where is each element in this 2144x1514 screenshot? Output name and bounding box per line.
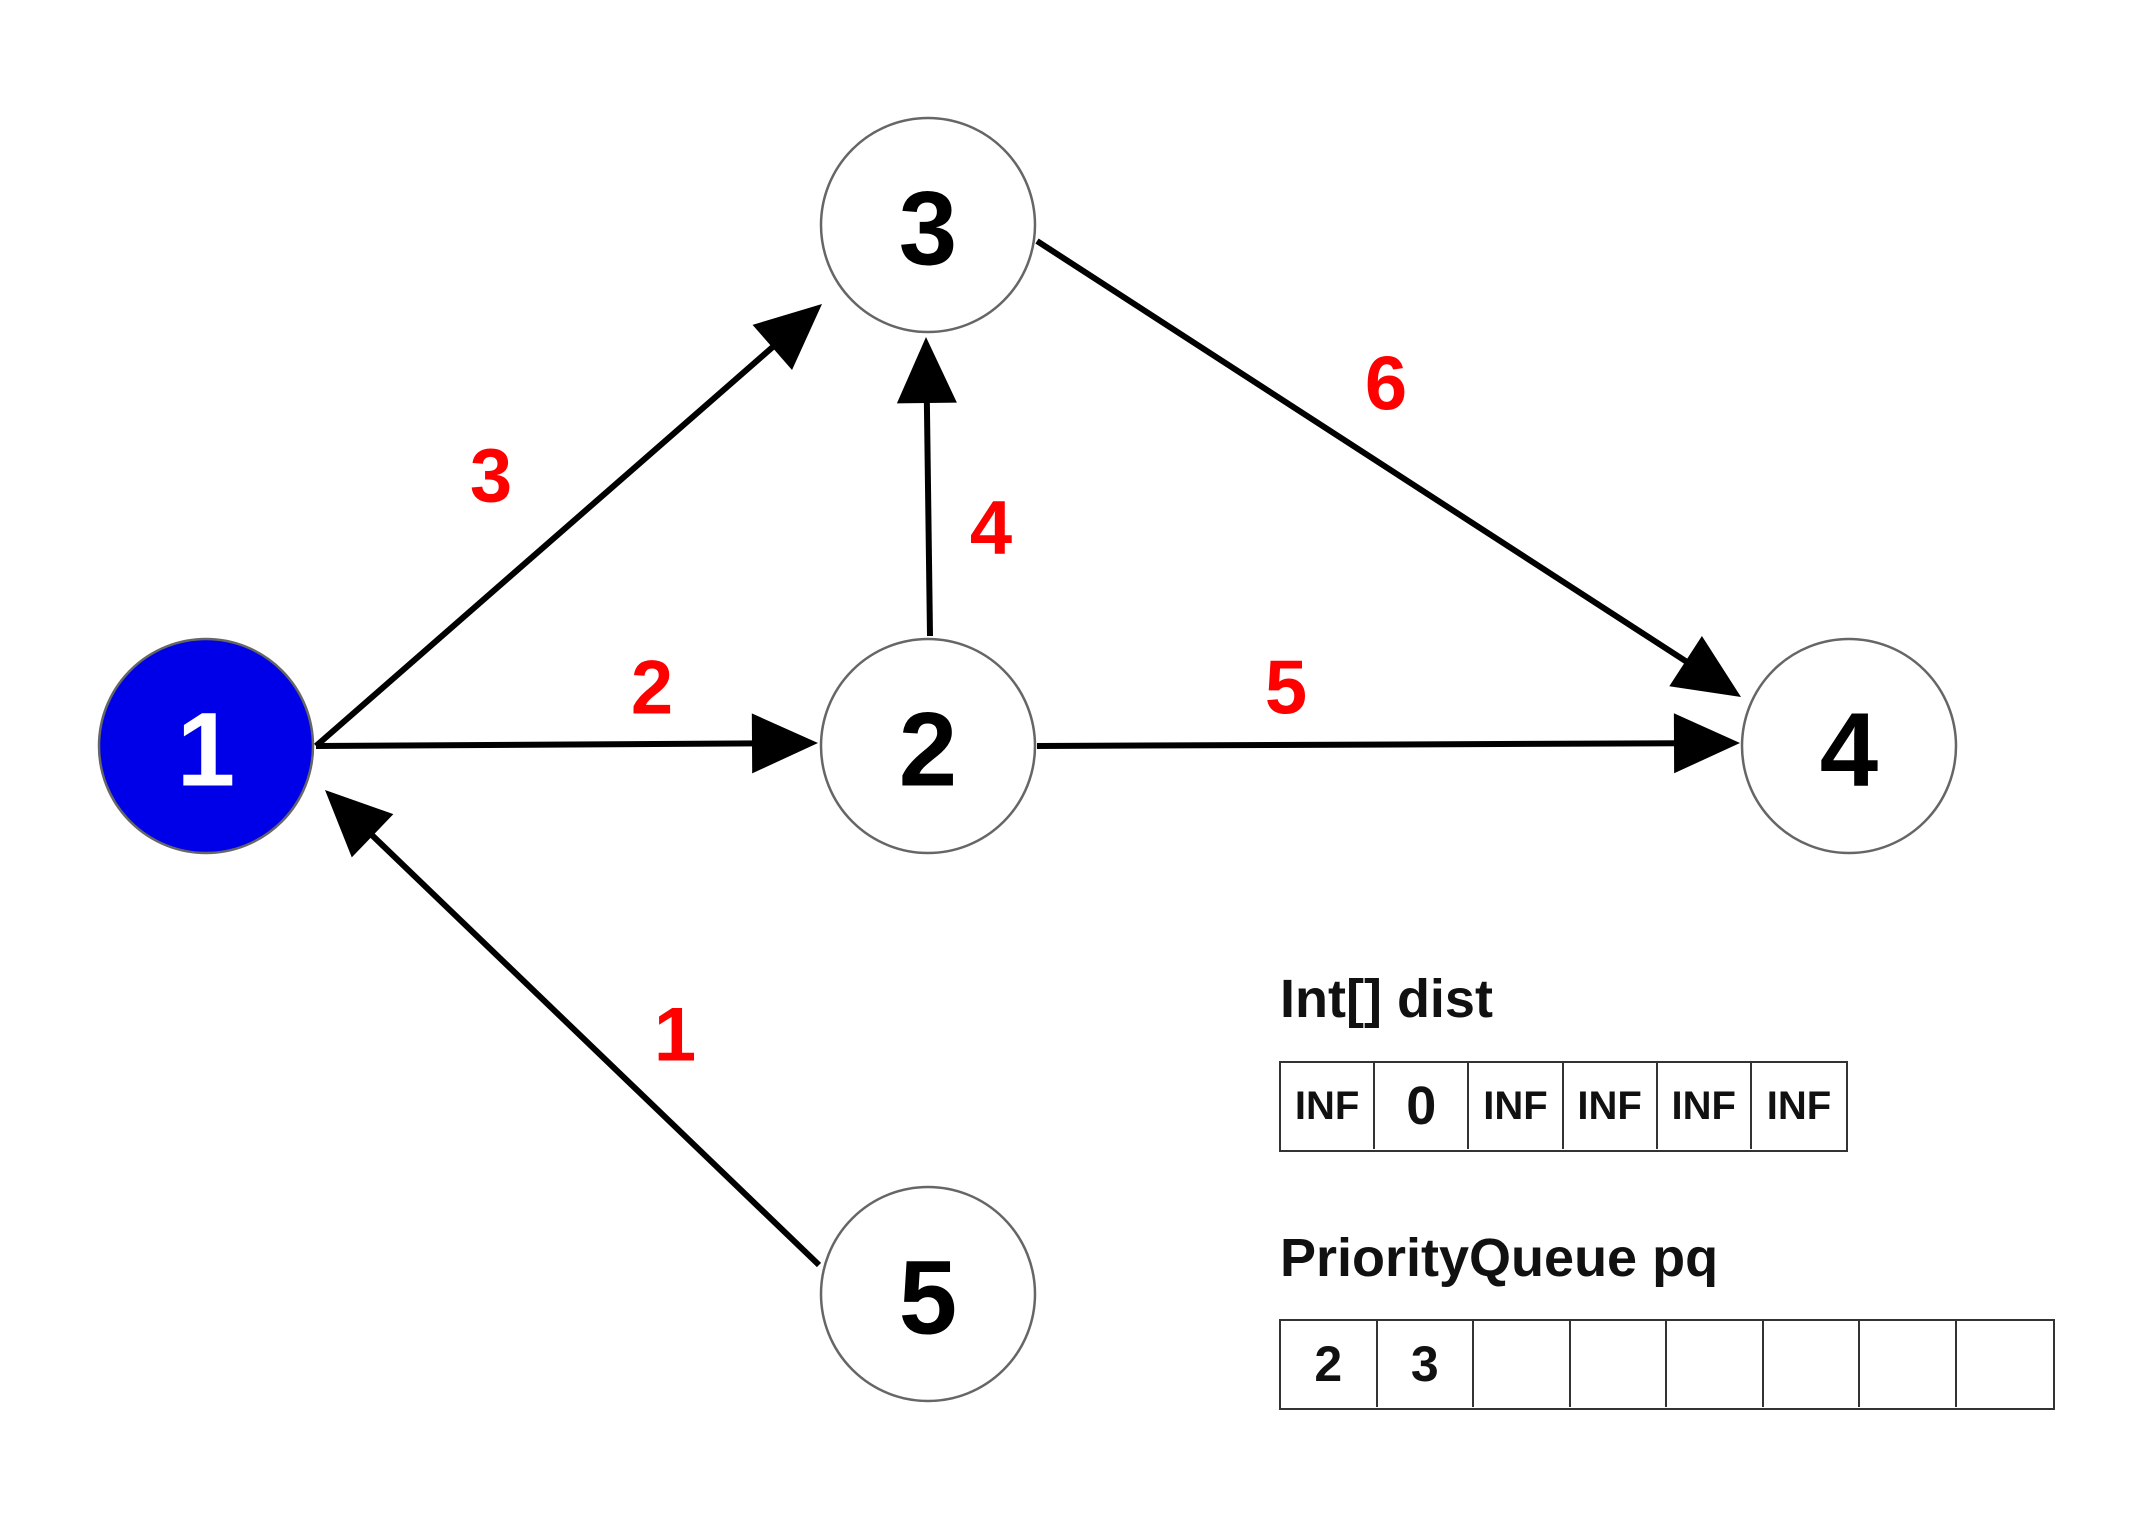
node-circle — [97, 637, 315, 855]
node-label: 5 — [899, 1240, 957, 1357]
edge-line — [314, 342, 778, 749]
pq-cell — [1571, 1321, 1667, 1407]
edge-line — [1035, 238, 1691, 666]
edge-2-to-3 — [896, 337, 957, 637]
edge-3-to-4 — [1035, 238, 1741, 697]
edge-weight-label: 1 — [654, 993, 696, 1078]
edge-5-to-1 — [325, 790, 822, 1268]
edge-weight-label: 6 — [1365, 342, 1407, 427]
node-5: 5 — [819, 1185, 1037, 1403]
edge-line — [367, 830, 822, 1268]
arrowhead-icon — [1673, 713, 1740, 774]
edge-line — [315, 740, 757, 749]
edge-1-to-3 — [314, 304, 822, 749]
node-4: 4 — [1740, 637, 1958, 855]
dist-cell: INF — [1469, 1063, 1564, 1149]
pq-cell: 3 — [1378, 1321, 1474, 1407]
pq-cell — [1860, 1321, 1957, 1407]
node-1: 1 — [97, 637, 315, 855]
node-circle — [1740, 637, 1958, 855]
dist-cell: 0 — [1375, 1063, 1470, 1149]
dist-cell: INF — [1658, 1063, 1752, 1149]
dist-array: INF 0 INF INF INF INF — [1279, 1061, 1848, 1152]
priority-queue-array: 2 3 — [1279, 1319, 2055, 1410]
pq-title: PriorityQueue pq — [1280, 1228, 1719, 1288]
dist-array-title: Int[] dist — [1280, 969, 1493, 1029]
edge-2-to-4 — [1036, 713, 1740, 774]
node-circle — [819, 116, 1037, 334]
node-label: 4 — [1820, 692, 1878, 809]
pq-cell — [1474, 1321, 1571, 1407]
node-3: 3 — [819, 116, 1037, 334]
edge-weight-label: 5 — [1265, 646, 1307, 731]
pq-cell — [1667, 1321, 1764, 1407]
node-label: 3 — [899, 171, 957, 288]
node-label: 1 — [177, 692, 235, 809]
edge-weight-label: 4 — [970, 486, 1012, 571]
node-circle — [819, 637, 1037, 855]
node-circle — [819, 1185, 1037, 1403]
edge-weight-label: 2 — [631, 646, 673, 731]
pq-cell: 2 — [1281, 1321, 1378, 1407]
pq-cell — [1764, 1321, 1860, 1407]
node-label: 2 — [899, 692, 957, 809]
dist-cell: INF — [1766, 1083, 1832, 1128]
edge-weight-label: 3 — [470, 434, 512, 519]
arrowhead-icon — [752, 304, 822, 371]
dist-cell: INF — [1564, 1063, 1658, 1149]
edge-line — [1036, 740, 1679, 749]
edge-line — [923, 398, 933, 637]
node-2: 2 — [819, 637, 1037, 855]
arrowhead-icon — [1669, 635, 1741, 697]
arrowhead-icon — [896, 337, 957, 404]
arrowhead-icon — [751, 713, 818, 774]
pq-cell — [1957, 1321, 2053, 1407]
arrowhead-icon — [325, 790, 394, 858]
dist-cell: INF — [1281, 1063, 1376, 1149]
edge-1-to-2 — [315, 713, 818, 774]
